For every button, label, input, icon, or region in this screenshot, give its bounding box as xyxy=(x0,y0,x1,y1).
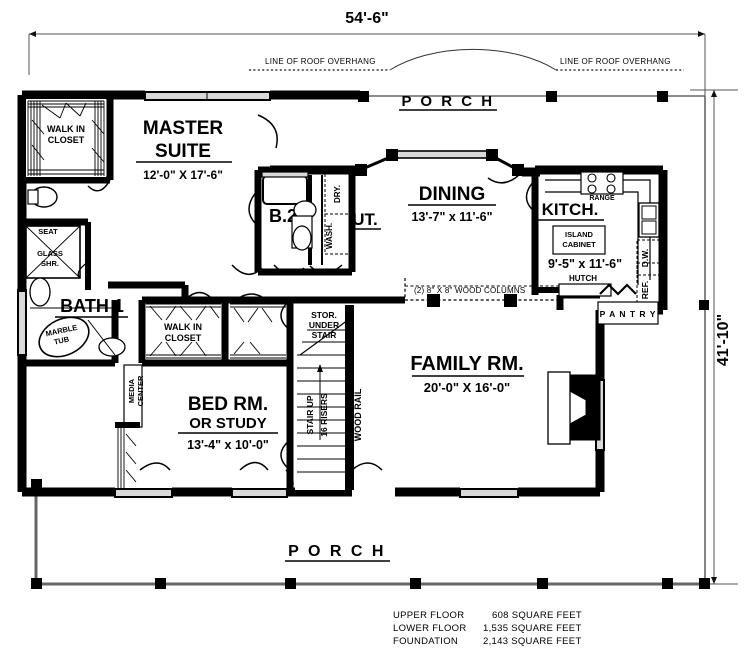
bed2-closet-label-1: WALK IN xyxy=(164,322,202,332)
shower-label-2: SHR. xyxy=(41,259,59,268)
roof-overhang-annotation: LINE OF ROOF OVERHANG LINE OF ROOF OVERH… xyxy=(249,48,684,71)
media-center-label-2: CENTER xyxy=(136,375,145,406)
sink-double-icon xyxy=(638,202,660,238)
bath1-sink2-icon xyxy=(98,337,126,357)
master-suite-dims: 12'-0" X 17'-6" xyxy=(143,168,223,182)
kitchen-label: KITCH. xyxy=(542,200,599,219)
bed2-closet: WALK IN CLOSET xyxy=(146,303,286,359)
family-room-group: FAMILY RM. 20'-0" X 16'-0" xyxy=(410,353,601,445)
overall-width-dimension: 54'-6" xyxy=(28,10,706,98)
master-closet-label-2: CLOSET xyxy=(48,135,85,145)
interior-walls xyxy=(18,95,600,492)
pantry-icon xyxy=(597,301,659,325)
pantry-door-zigzag xyxy=(599,283,637,296)
bedroom-dims: 13'-4" x 10'-0" xyxy=(187,438,269,452)
bedroom-study-group: BED RM. OR STUDY 13'-4" x 10'-0" MEDIA C… xyxy=(115,364,278,490)
wood-columns-group: (2) 8" X 8" WOOD COLUMNS xyxy=(404,278,560,307)
area-row-2-value: 2,143 SQUARE FEET xyxy=(483,636,582,647)
stor-under-stair-label-3: STAIR xyxy=(312,330,337,340)
master-bath-fixtures: SEAT GLASS SHR. xyxy=(25,186,89,279)
overall-width-label: 54'-6" xyxy=(345,10,388,27)
media-center-label-1: MEDIA xyxy=(127,378,136,403)
stair-up-label: STAIR UP xyxy=(305,395,315,434)
master-closet-label-1: WALK IN xyxy=(47,124,85,134)
fireplace-icon xyxy=(547,371,601,445)
stairs-group: STOR. UNDER STAIR STAIR UP 16 RISERS WOO… xyxy=(295,305,363,490)
porch-bottom-label: P O R C H xyxy=(288,543,386,560)
island-label-1: ISLAND xyxy=(565,230,594,239)
wood-columns-note: (2) 8" X 8" WOOD COLUMNS xyxy=(414,286,525,295)
dishwasher-label: D.W. xyxy=(640,249,650,267)
wood-column-1 xyxy=(427,294,440,307)
area-row-0-label: UPPER FLOOR xyxy=(393,610,464,621)
dishwasher-box xyxy=(636,239,660,276)
range-label: RANGE xyxy=(589,195,615,202)
porch-outline xyxy=(34,95,706,586)
shower-label-1: GLASS xyxy=(37,249,63,258)
bath2-label: B.2 xyxy=(269,206,297,226)
shower-seat-label: SEAT xyxy=(38,227,58,236)
marble-tub-icon: MARBLE TUB xyxy=(38,316,90,358)
washer-label: WASH. xyxy=(325,223,334,249)
overall-height-label: 41'-10" xyxy=(715,314,732,366)
family-room-label: FAMILY RM. xyxy=(410,353,523,375)
door-swings xyxy=(139,114,536,493)
roof-overhang-label-left: LINE OF ROOF OVERHANG xyxy=(265,57,376,66)
hutch-label: HUTCH xyxy=(569,274,597,283)
wood-rail-label: WOOD RAIL xyxy=(353,388,363,441)
family-room-dims: 20'-0" X 16'-0" xyxy=(424,380,510,395)
master-suite-label-group: MASTER SUITE 12'-0" X 17'-6" xyxy=(136,118,232,182)
dining-dims: 13'-7" x 11'-6" xyxy=(411,210,492,224)
area-row-0-value: 608 SQUARE FEET xyxy=(492,610,582,621)
dryer-label: DRY. xyxy=(333,185,342,203)
bath2-sink-icon xyxy=(292,225,312,251)
stor-under-stair-label-1: STOR. xyxy=(311,310,337,320)
area-row-1-label: LOWER FLOOR xyxy=(393,623,467,634)
overall-height-dimension: 41'-10" xyxy=(690,89,738,585)
refrigerator-label: REF. xyxy=(640,281,650,299)
pantry-label: P A N T R Y xyxy=(600,309,657,319)
master-closet: WALK IN CLOSET xyxy=(26,99,111,192)
bedroom-label-1: BED RM. xyxy=(188,394,268,415)
marble-tub-label-2: TUB xyxy=(53,334,71,346)
porch-posts xyxy=(31,91,710,589)
roof-overhang-label-right: LINE OF ROOF OVERHANG xyxy=(560,57,671,66)
range-icon xyxy=(580,171,624,195)
bed2-closet-label-2: CLOSET xyxy=(165,333,202,343)
closet-door-swing xyxy=(87,179,111,192)
porch-top-label: P O R C H xyxy=(401,93,494,110)
bath1-label: BATH 1 xyxy=(60,296,124,316)
wood-column-2 xyxy=(504,294,517,307)
utility-label: UT. xyxy=(352,210,378,229)
bath2-utility-group: B.2 DRY. WASH. UT. xyxy=(269,173,381,255)
area-summary-table: UPPER FLOOR 608 SQUARE FEET LOWER FLOOR … xyxy=(393,610,582,647)
stor-under-stair-label-2: UNDER xyxy=(309,320,339,330)
master-suite-label-1: MASTER xyxy=(143,118,224,139)
wood-rail xyxy=(345,305,354,490)
area-row-2-label: FOUNDATION xyxy=(393,636,458,647)
kitchen-dims: 9'-5" x 11'-6" xyxy=(548,257,622,271)
bedroom-label-2: OR STUDY xyxy=(189,415,267,432)
bath1-group: BATH 1 MARBLE TUB xyxy=(29,277,128,358)
dining-group: DINING 13'-7" x 11'-6" xyxy=(408,184,496,224)
island-cabinet-icon xyxy=(552,225,606,255)
master-suite-label-2: SUITE xyxy=(155,141,211,162)
area-row-1-value: 1,535 SQUARE FEET xyxy=(483,623,582,634)
washer-box xyxy=(324,213,350,255)
kitchen-group: RANGE D.W. REF. KITCH. ISLAND CABINET 9'… xyxy=(538,171,660,325)
sink-icon xyxy=(29,277,51,307)
stair-risers-label: 16 RISERS xyxy=(319,393,329,437)
hutch-icon xyxy=(558,283,612,297)
dining-label: DINING xyxy=(419,184,486,205)
island-label-2: CABINET xyxy=(562,240,596,249)
